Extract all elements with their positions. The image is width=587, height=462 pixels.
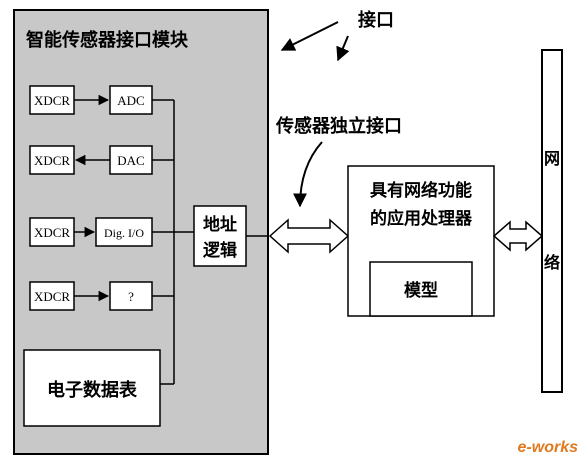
adc-box xyxy=(109,85,153,115)
unknown-label: ? xyxy=(128,289,134,304)
processor-network-link xyxy=(492,220,544,252)
module-title: 智能传感器接口模块 xyxy=(26,29,189,51)
module-processor-link xyxy=(268,218,350,254)
address-logic-line-1: 地址 xyxy=(203,214,237,235)
xdcr-label-3: XDCR xyxy=(34,225,70,240)
xdcr-box-1 xyxy=(29,85,75,115)
address-logic-line-2: 逻辑 xyxy=(203,240,237,261)
digio-label: Dig. I/O xyxy=(104,226,144,240)
network-char-2: 络 xyxy=(544,253,560,272)
xdcr-box-4 xyxy=(29,281,75,311)
network-char-1: 网 xyxy=(544,149,560,168)
processor-line-1: 具有网络功能 xyxy=(369,180,472,201)
interface-pointer-2 xyxy=(336,35,350,62)
xdcr-box-3 xyxy=(29,217,75,247)
eworks-watermark: e-works xyxy=(518,439,579,456)
teds-label: 电子数据表 xyxy=(47,379,138,401)
interface-label: 接口 xyxy=(358,9,394,31)
network-bar xyxy=(541,49,563,393)
xdcr-box-2 xyxy=(29,145,75,175)
xdcr-label-1: XDCR xyxy=(34,93,70,108)
independent-interface-label: 传感器独立接口 xyxy=(275,115,402,137)
independent-interface-pointer xyxy=(293,141,323,208)
adc-label: ADC xyxy=(117,93,144,108)
teds-box xyxy=(23,349,161,427)
processor-line-2: 的应用处理器 xyxy=(370,208,473,229)
model-box xyxy=(369,261,473,317)
xdcr-label-2: XDCR xyxy=(34,153,70,168)
model-label: 模型 xyxy=(404,280,438,301)
dac-label: DAC xyxy=(117,153,144,168)
address-logic-box xyxy=(193,205,247,267)
xdcr-label-4: XDCR xyxy=(34,289,70,304)
interface-pointer-1 xyxy=(280,21,339,51)
